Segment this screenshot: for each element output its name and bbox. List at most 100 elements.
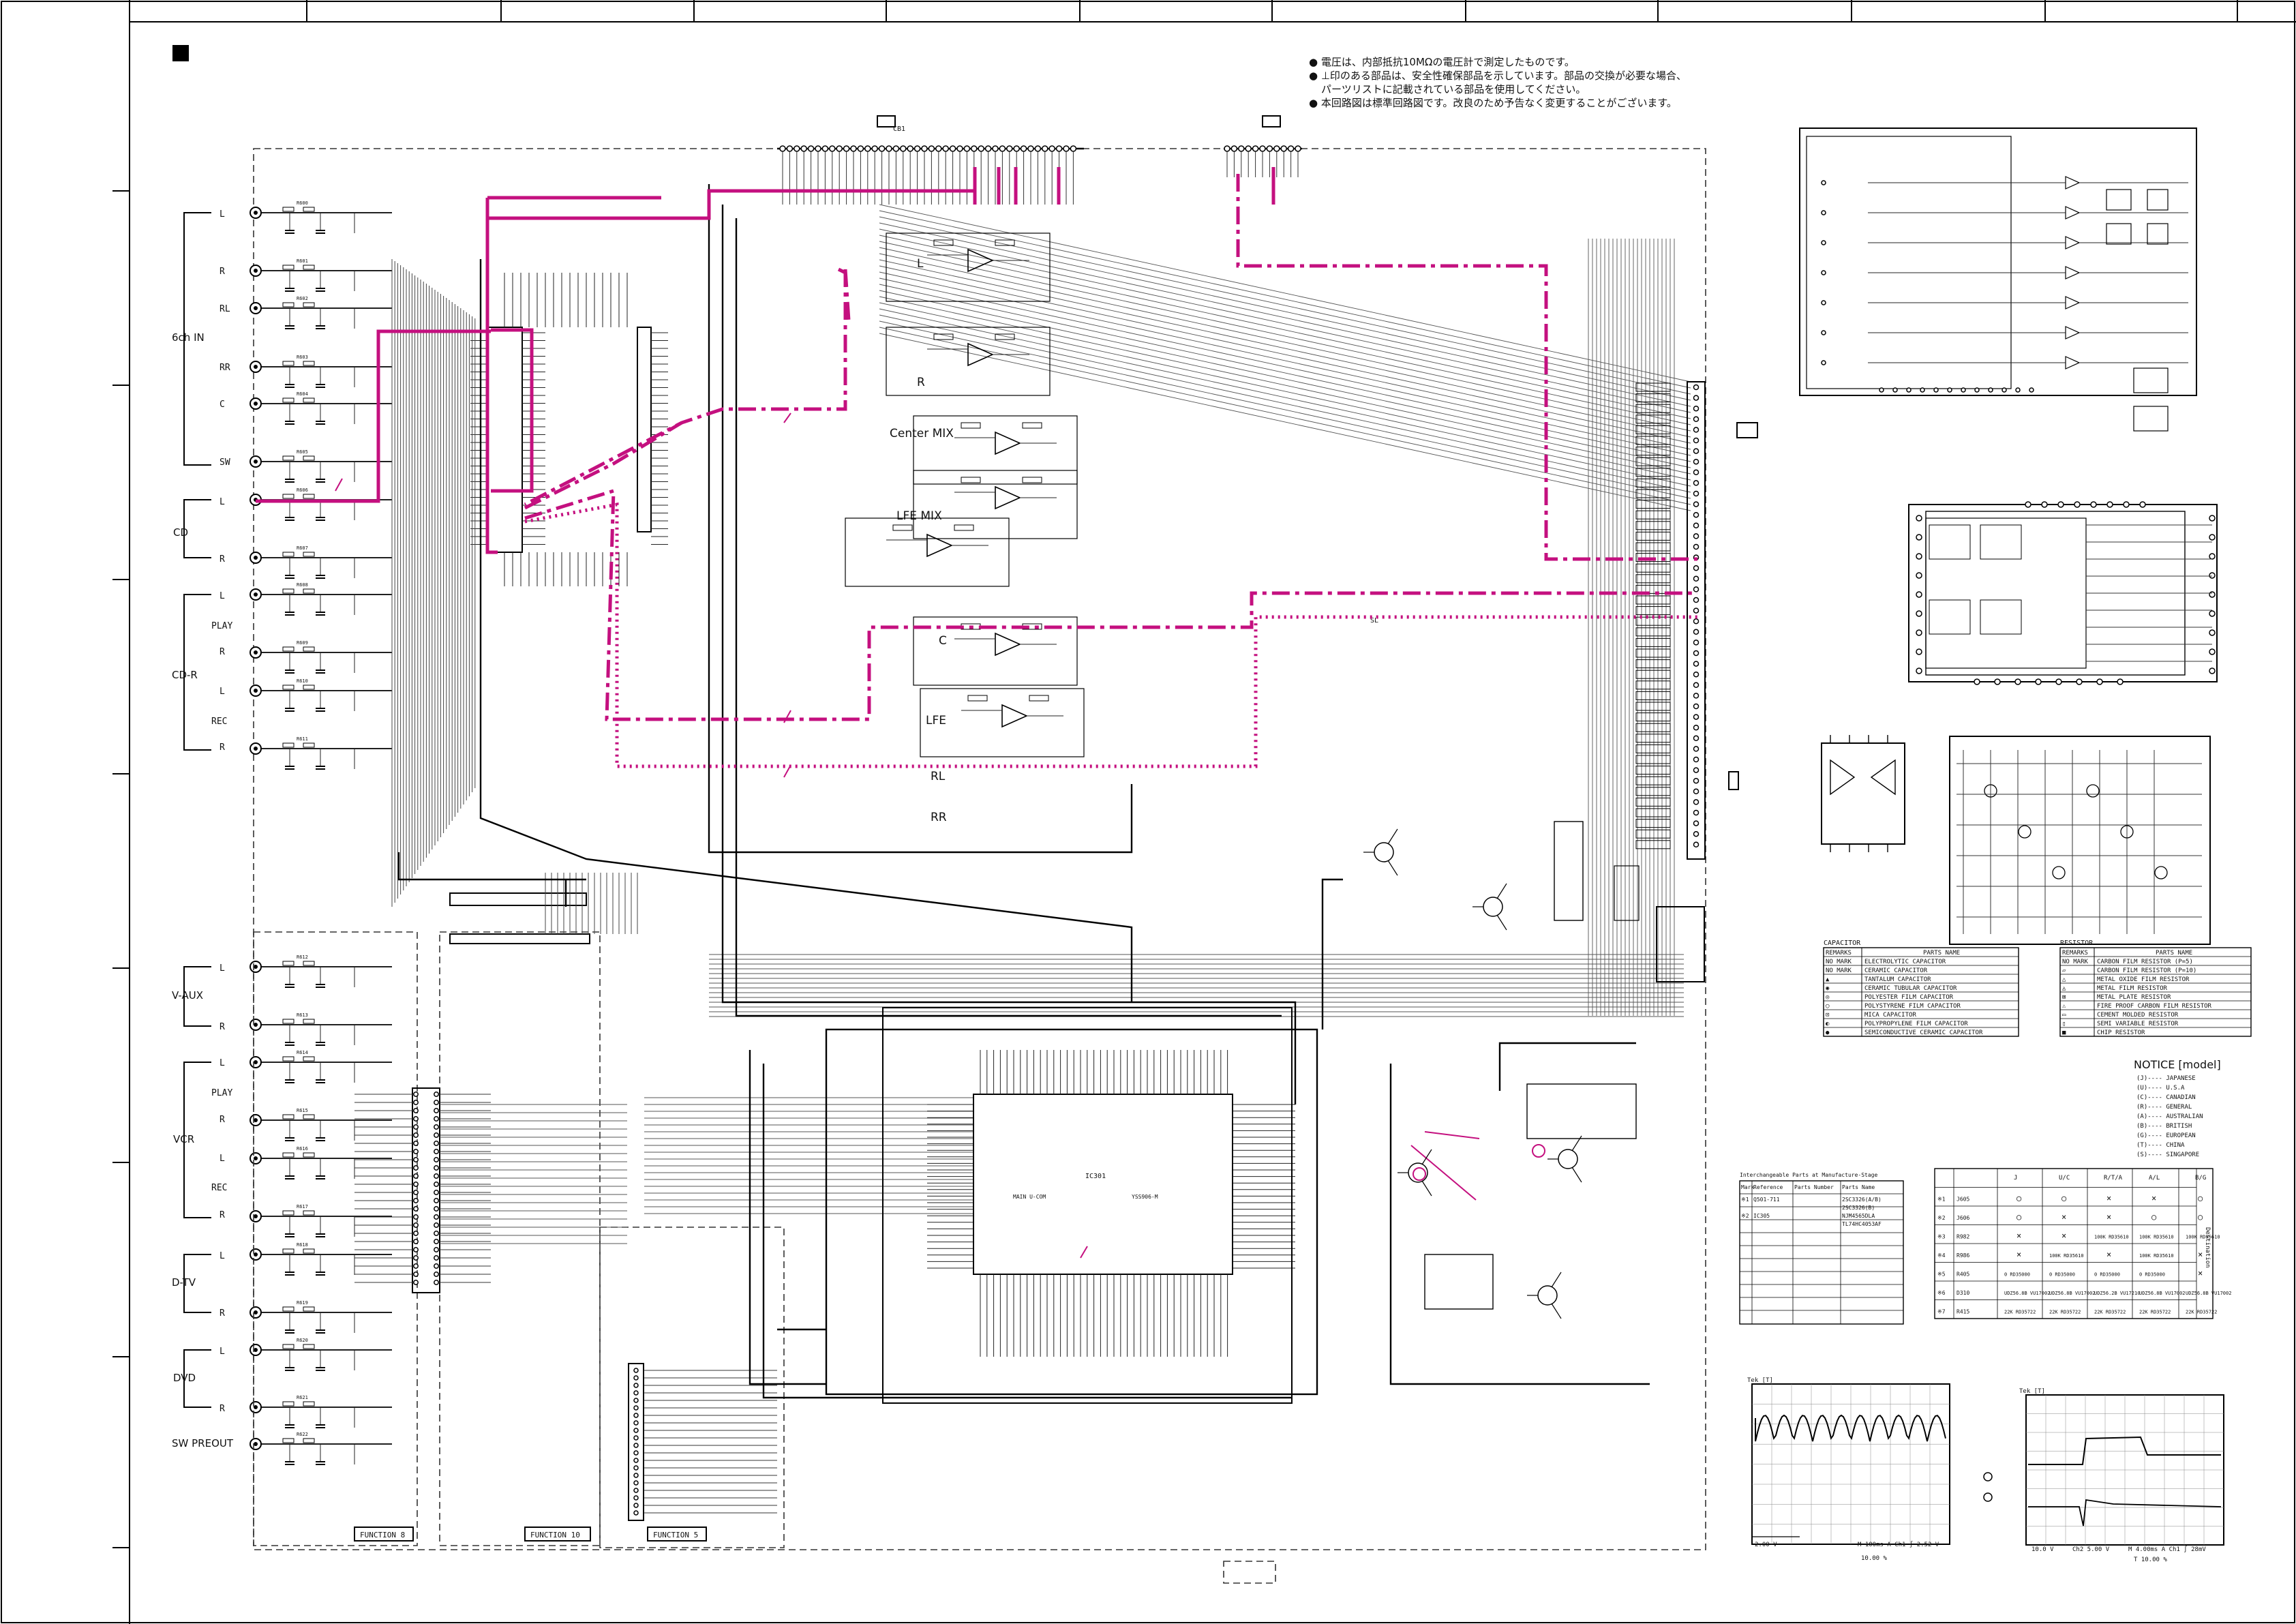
- bd1-frame: [1806, 136, 2012, 389]
- destination-cell: 22K RD35722: [2049, 1310, 2081, 1315]
- connector-pin: [913, 145, 921, 152]
- input-bracket-6ch: 6ch IN L R RL RR C SW: [172, 209, 230, 468]
- part-ref: R612: [297, 954, 308, 960]
- connector-pin: [434, 1100, 439, 1105]
- pin-tag: [1635, 404, 1671, 413]
- connector-pin: [413, 1255, 419, 1261]
- part-ref: R608: [297, 582, 308, 588]
- bd1-buffer: [2065, 326, 2081, 340]
- resistor: [967, 695, 988, 702]
- destination-cell: ×: [2016, 1250, 2021, 1259]
- opamp-block-outline: [886, 327, 1051, 396]
- connector-pin: [1693, 575, 1700, 582]
- part-ref: R618: [297, 1242, 308, 1248]
- rca-jack-center: [254, 365, 258, 369]
- resistor: [303, 685, 315, 690]
- connector-pin: [928, 145, 935, 152]
- rca-jack-center: [254, 211, 258, 215]
- resistor: [1022, 422, 1042, 429]
- bd2-inner: [1925, 517, 2087, 669]
- pin-tag: [1635, 574, 1671, 584]
- capacitor-legend-part-name: POLYPROPYLENE FILM CAPACITOR: [1864, 1021, 1968, 1027]
- bd1-block: [2133, 406, 2169, 432]
- connector-pin: [1034, 145, 1042, 152]
- resistor: [282, 397, 294, 403]
- transistor: [1537, 1285, 1558, 1306]
- capacitor-legend-remark: ⊡: [1826, 1012, 1829, 1019]
- bd2-pin: [2096, 678, 2103, 685]
- resistor-legend-part-name: CEMENT MOLDED RESISTOR: [2097, 1012, 2179, 1019]
- resistor: [282, 1056, 294, 1062]
- scope1-volts: 2.00 V: [1755, 1542, 1777, 1548]
- bd2-pin: [2014, 678, 2021, 685]
- label-lfe-mix: LFE MIX: [896, 509, 942, 523]
- connector-pin: [1020, 145, 1027, 152]
- destination-cell: ○: [2198, 1194, 2203, 1203]
- label-mix-sl: SL: [1370, 617, 1378, 625]
- destination-cell: 100K RD35610: [2139, 1253, 2174, 1259]
- resistor: [303, 1248, 315, 1254]
- ic301-label: IC301: [1085, 1173, 1106, 1180]
- resistor: [303, 1210, 315, 1216]
- connector-pin: [413, 1247, 419, 1252]
- connector-pin: [633, 1450, 639, 1456]
- connector-pin: [857, 145, 864, 152]
- input-jack-column: [250, 207, 392, 1450]
- resistor: [303, 961, 315, 966]
- connector-pin: [821, 145, 829, 152]
- pin-tag: [1635, 734, 1671, 743]
- part-ref: R614: [297, 1050, 308, 1055]
- connector-pin: [1693, 661, 1700, 667]
- note-line-4: ● 本回路図は標準回路図です。改良のため予告なく変更することがございます。: [1309, 97, 1677, 109]
- resistor: [303, 1019, 315, 1024]
- capacitor-legend-remark: ◉: [1826, 985, 1830, 992]
- connector-pin: [1238, 145, 1245, 152]
- rca-jack-center: [254, 1442, 258, 1446]
- connector-pin: [633, 1465, 639, 1471]
- bd2-block: [1980, 524, 2022, 560]
- transistor-lead: [1571, 1135, 1582, 1152]
- scope1-waveform: [1755, 1414, 1946, 1442]
- dashed-part: [1614, 865, 1640, 921]
- resistor-legend-remark: ▭: [2062, 1012, 2066, 1019]
- connector-pin: [815, 145, 821, 152]
- bd2-pin: [1916, 591, 1922, 598]
- bd2-pin: [2209, 610, 2216, 617]
- interchange-cell: ※2: [1741, 1213, 1749, 1219]
- connector-pin: [413, 1100, 419, 1105]
- connector-pin: [434, 1239, 439, 1244]
- input-bracket-vcr: VCR PLAY REC L R L R: [173, 1058, 232, 1220]
- connector-pin: [434, 1198, 439, 1203]
- capacitor-legend-remark: ▲: [1826, 976, 1830, 983]
- bd1-buffer: [2065, 206, 2081, 220]
- connector-pin: [971, 145, 978, 152]
- bd2-pin: [2123, 501, 2130, 508]
- input-bracket-cd: CD L R: [173, 497, 225, 565]
- scope1-top: Tek [T]: [1747, 1377, 1773, 1384]
- pin-tag: [1635, 766, 1671, 775]
- bd1-pin: [1821, 300, 1826, 305]
- resistor: [303, 397, 315, 403]
- bus-wire: [879, 308, 1691, 487]
- bd2-pin: [2209, 553, 2216, 560]
- part-ref: R605: [297, 449, 308, 455]
- opamp-block-outline: [920, 688, 1085, 757]
- capacitor-legend-header-parts: PARTS NAME: [1923, 950, 1960, 957]
- resistor: [303, 302, 315, 307]
- connector-pin: [413, 1108, 419, 1113]
- top-connector-cb1: CB1: [777, 125, 1084, 205]
- opamp-blocks: [845, 232, 1085, 757]
- rca-jack-center: [254, 1252, 258, 1257]
- connector-pin: [1693, 490, 1700, 497]
- input-rc-network: R600R601R602R603R604R605R606R607R608R609…: [282, 200, 355, 1465]
- connector-pin: [434, 1132, 439, 1138]
- label-mix-rr: RR: [931, 811, 947, 824]
- label-6ch-in: 6ch IN: [172, 331, 205, 344]
- connector-pin: [1252, 145, 1259, 152]
- destination-cell: R415: [1957, 1309, 1969, 1315]
- label-cdr: CD-R: [172, 669, 198, 681]
- destination-side-label: Destination: [2204, 1227, 2211, 1268]
- label-6ch-rl: RL: [220, 304, 230, 314]
- bus-wire: [879, 253, 1691, 432]
- part-ref: R602: [297, 296, 308, 301]
